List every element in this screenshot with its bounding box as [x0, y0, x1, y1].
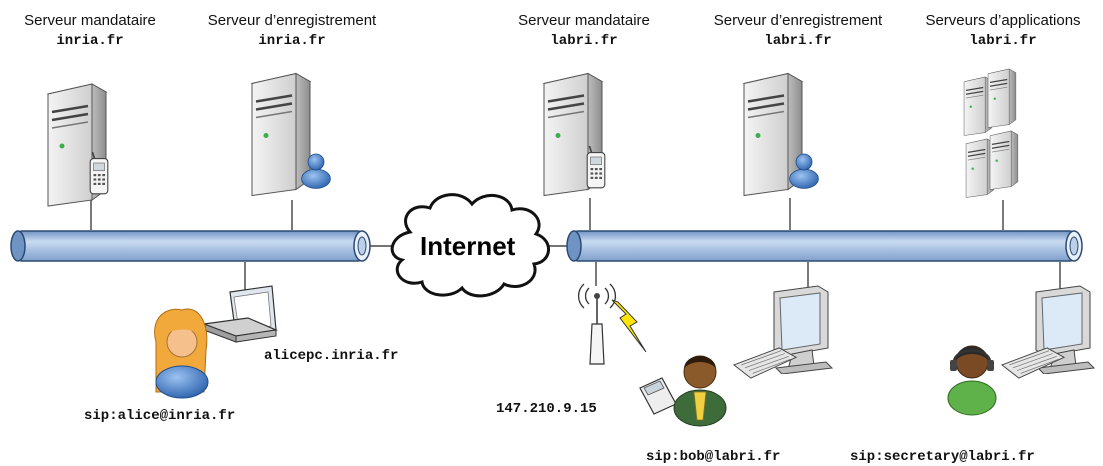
wireless-access-point-icon [578, 283, 616, 365]
alice-pc-hostname: alicepc.inria.fr [264, 348, 399, 364]
bob-sip-uri: sip:bob@labri.fr [646, 449, 781, 465]
server-domain-label: labri.fr [764, 33, 832, 49]
server-domain-label: inria.fr [56, 33, 124, 49]
server-cluster-icon [963, 68, 1019, 198]
secretary-sip-uri: sip:secretary@labri.fr [850, 449, 1035, 465]
server-role-label: Serveur d’enregistrement [207, 12, 377, 29]
server-domain-label: labri.fr [550, 33, 618, 49]
alice-sip-uri: sip:alice@inria.fr [84, 408, 236, 424]
secretary-person-icon [947, 345, 997, 416]
server-role-label: Serveur mandataire [518, 12, 650, 29]
laptop-icon [203, 285, 279, 343]
lightning-icon [611, 299, 647, 353]
labri-network-pipe [566, 230, 1083, 262]
server-role-label: Serveur d’enregistrement [713, 12, 883, 29]
internet-label: Internet [420, 231, 516, 261]
alice-person-icon [154, 308, 209, 399]
phone-icon [586, 146, 606, 189]
server-role-label: Serveur mandataire [24, 12, 156, 29]
bob-person-icon [673, 355, 727, 427]
server-domain-label: labri.fr [969, 33, 1037, 49]
inria-network-pipe [10, 230, 371, 262]
mobile-phone-icon [639, 377, 677, 415]
bob-ip-address: 147.210.9.15 [496, 401, 597, 417]
server-tower-icon [250, 72, 312, 197]
phone-icon [89, 152, 109, 195]
server-domain-label: inria.fr [258, 33, 326, 49]
internet-cloud-icon [390, 193, 550, 298]
server-role-label: Serveurs d’applications [925, 12, 1081, 29]
